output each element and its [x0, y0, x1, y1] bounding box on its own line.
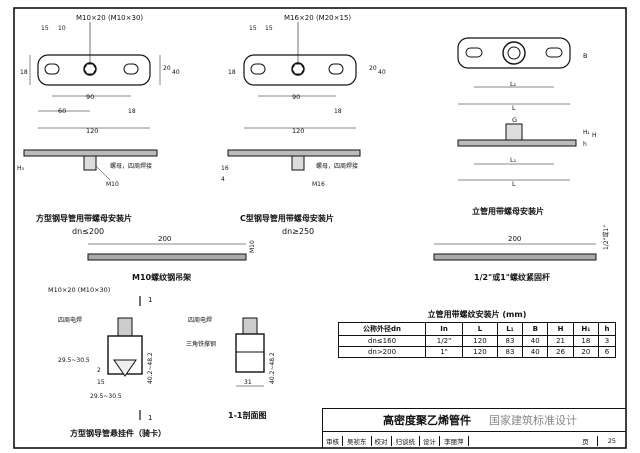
table-header-row: 公称外径dn In L L₁ B H H₁ h [338, 322, 616, 336]
svg-text:90: 90 [292, 93, 300, 101]
c-bolt-label: M16×20 (M20×15) [284, 14, 351, 22]
svg-text:1: 1 [148, 414, 152, 422]
square-nut-plate-condition: dn≤200 [72, 227, 104, 236]
svg-text:H₃: H₃ [17, 165, 25, 172]
svg-text:90: 90 [86, 93, 94, 101]
page-number: 25 [607, 436, 616, 445]
square-hanger-drawing: M10×20 (M10×30) 1 四周电焊 29.5~30.5 2 15 40… [48, 286, 154, 422]
svg-text:29.5~30.5: 29.5~30.5 [58, 357, 90, 364]
square-bolt-label: M10×20 (M10×30) [76, 14, 143, 22]
svg-text:M10: M10 [106, 181, 119, 188]
svg-text:16: 16 [221, 165, 229, 172]
svg-text:29.5~30.5: 29.5~30.5 [90, 393, 122, 400]
riser-plate-drawing: B L₁ L G H₁ H h L₁ L [457, 37, 597, 188]
svg-text:G: G [512, 116, 517, 124]
title-block-signatures: 审核 吴祯东 校对 归谈统 设计 李丽萍 页 25 [323, 432, 626, 449]
svg-text:15: 15 [265, 25, 273, 32]
watermark: 国家建筑标准设计 [489, 414, 577, 427]
svg-text:200: 200 [158, 235, 171, 243]
c-nut-plate-drawing: M16×20 (M20×15) 15 15 18 20 40 90 18 120… [221, 14, 386, 188]
svg-text:40: 40 [378, 69, 386, 76]
title-block: 高密度聚乙烯管件 国家建筑标准设计 审核 吴祯东 校对 归谈统 设计 李丽萍 页… [322, 408, 626, 448]
riser-plate-caption: 立管用带螺母安装片 [472, 206, 544, 216]
svg-text:60: 60 [58, 107, 66, 115]
svg-text:15: 15 [97, 379, 105, 386]
table-row: dn>200 1" 120 83 40 26 20 6 [338, 346, 616, 358]
svg-text:H₁: H₁ [583, 129, 591, 136]
svg-text:18: 18 [128, 108, 136, 115]
svg-text:四周电焊: 四周电焊 [188, 316, 212, 324]
svg-text:10: 10 [58, 25, 66, 32]
svg-text:200: 200 [508, 235, 521, 243]
section-1-1-caption: 1-1剖面图 [228, 410, 266, 420]
svg-text:三角铁撑钢: 三角铁撑钢 [186, 340, 216, 348]
svg-text:L₁: L₁ [510, 80, 517, 88]
svg-text:螺母，四周焊接: 螺母，四周焊接 [110, 162, 152, 170]
svg-text:螺母，四周焊接: 螺母，四周焊接 [316, 162, 358, 170]
svg-text:18: 18 [334, 108, 342, 115]
svg-text:120: 120 [86, 127, 98, 135]
svg-text:M10×20 (M10×30): M10×20 (M10×30) [48, 286, 110, 294]
hanger-rod-drawing: 200 M10 [87, 235, 256, 261]
svg-text:40.2~48.2: 40.2~48.2 [269, 352, 276, 384]
svg-text:40: 40 [172, 69, 180, 76]
c-nut-plate-caption: C型钢导管用带螺母安装片 [240, 213, 334, 223]
hanger-rod-caption: M10螺纹钢吊架 [132, 272, 191, 282]
svg-text:20: 20 [369, 65, 377, 72]
sheet-border [13, 7, 627, 449]
clamp-rod-drawing: 200 1/2"或1" [433, 225, 610, 261]
table-caption: 立管用带螺纹安装片 (mm) [427, 310, 527, 319]
svg-text:18: 18 [20, 69, 28, 76]
c-nut-plate-condition: dn≥250 [282, 227, 314, 236]
svg-text:18: 18 [228, 69, 236, 76]
svg-text:L: L [512, 180, 516, 188]
svg-text:15: 15 [249, 25, 257, 32]
section-1-1-drawing: 四周电焊 三角铁撑钢 40.2~48.2 31 [186, 316, 276, 387]
svg-text:15: 15 [41, 25, 49, 32]
svg-text:四周电焊: 四周电焊 [58, 316, 82, 324]
svg-text:L: L [512, 104, 516, 112]
svg-text:B: B [583, 52, 587, 60]
title-block-main: 高密度聚乙烯管件 国家建筑标准设计 [323, 409, 626, 432]
clamp-rod-caption: 1/2"或1"螺纹紧固杆 [474, 272, 550, 282]
svg-text:h: h [583, 141, 587, 148]
sheet-title: 高密度聚乙烯管件 [383, 414, 471, 427]
svg-text:M10: M10 [249, 240, 256, 253]
svg-text:4: 4 [221, 176, 225, 183]
svg-text:2: 2 [97, 367, 101, 374]
svg-text:40.2~48.2: 40.2~48.2 [147, 352, 154, 384]
square-nut-plate-drawing: M10×20 (M10×30) 15 10 18 20 40 90 60 18 … [17, 14, 180, 188]
square-nut-plate-caption: 方型钢导管用带螺母安装片 [36, 213, 132, 223]
svg-text:31: 31 [244, 379, 252, 386]
svg-text:L₁: L₁ [510, 156, 517, 164]
svg-text:1: 1 [148, 296, 152, 304]
svg-text:1/2"或1": 1/2"或1" [602, 225, 610, 250]
svg-text:H: H [592, 132, 597, 139]
svg-text:120: 120 [292, 127, 304, 135]
square-hanger-caption: 方型钢导管悬挂件（骑卡） [70, 428, 166, 438]
svg-text:M16: M16 [312, 181, 325, 188]
riser-plate-table: 立管用带螺纹安装片 (mm) 公称外径dn In L L₁ B H H₁ h d… [338, 309, 616, 358]
table-row: dn≤160 1/2" 120 83 40 21 18 3 [338, 335, 616, 347]
svg-text:20: 20 [163, 65, 171, 72]
